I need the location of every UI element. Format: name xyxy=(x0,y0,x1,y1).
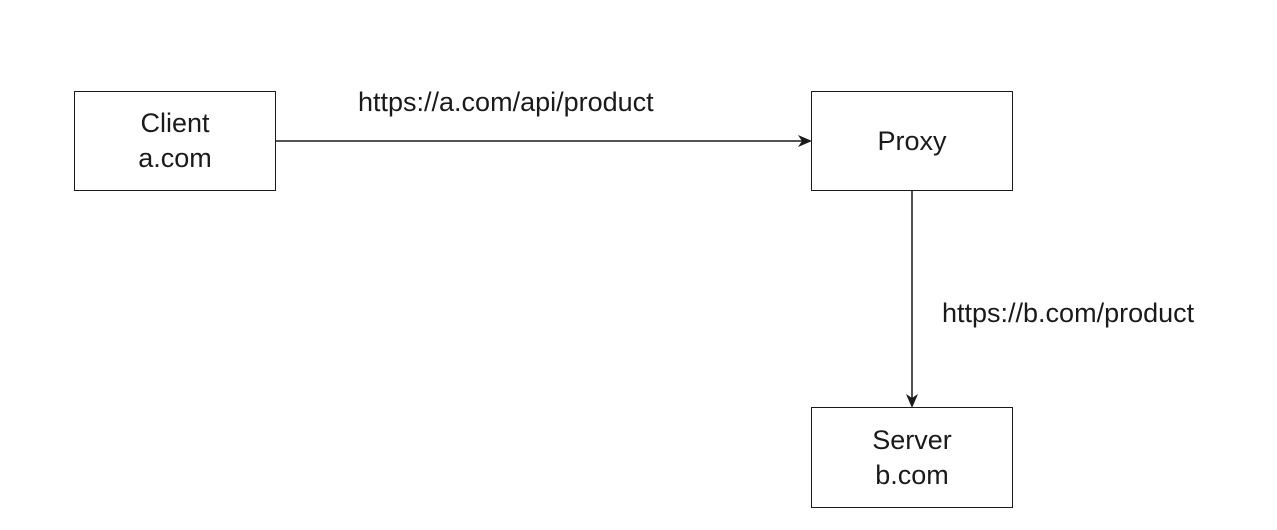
edge-label-client-to-proxy: https://a.com/api/product xyxy=(358,87,654,117)
node-server-domain: b.com xyxy=(875,459,949,490)
node-client: Client a.com xyxy=(74,91,276,191)
node-proxy: Proxy xyxy=(811,91,1013,191)
edge-label-proxy-to-server: https://b.com/product xyxy=(942,298,1195,328)
node-client-name: Client xyxy=(140,108,210,138)
node-proxy-name: Proxy xyxy=(877,125,947,156)
node-client-domain: a.com xyxy=(138,143,212,173)
node-server-name: Server xyxy=(872,424,952,455)
node-server: Server b.com xyxy=(811,407,1013,508)
